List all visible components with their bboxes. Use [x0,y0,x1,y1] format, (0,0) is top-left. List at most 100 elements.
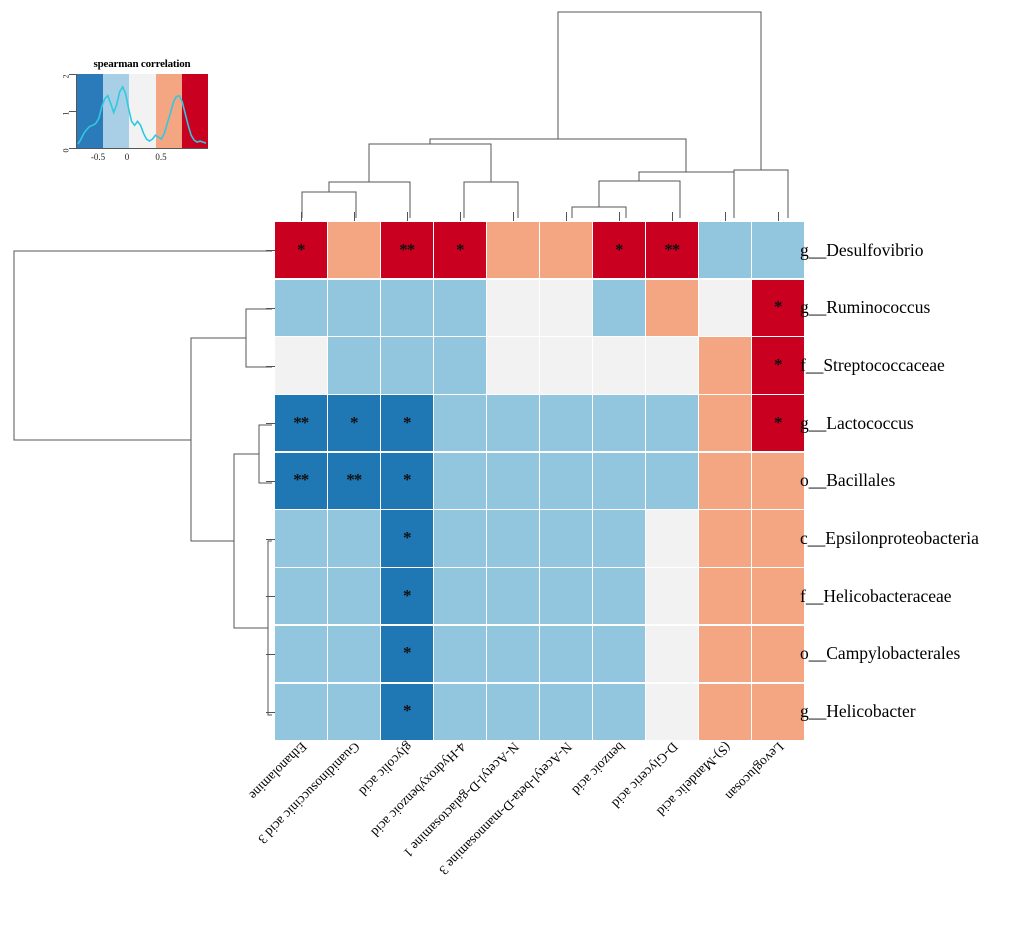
significance-mark: * [403,643,411,663]
heatmap-cell: * [381,395,433,452]
heatmap-cell [646,510,698,567]
row-label-prefix: g__ [800,239,827,260]
heatmap-cell [540,395,592,452]
legend-ytick-2: 2 [61,74,71,79]
heatmap-cell: * [752,337,804,394]
column-tick-mark [671,212,673,221]
heatmap-cell [699,683,751,740]
row-dendrogram [6,222,272,745]
heatmap-cell [699,625,751,682]
heatmap-cell [593,625,645,682]
row-label-name: Helicobacter [826,701,916,722]
color-legend: spearman correlation 2 1 0 -0.5 0 0.5 [36,58,208,168]
heatmap-cell: ** [275,452,327,509]
heatmap-cell [434,510,486,567]
row-tick-mark [266,307,275,309]
heatmap-cell [328,568,380,625]
heatmap-cell [752,222,804,279]
column-tick-mark [300,212,302,221]
heatmap-cell [593,279,645,336]
heatmap-cell [646,683,698,740]
legend-density-plot [76,74,208,149]
significance-mark: * [774,297,782,317]
significance-mark: * [403,585,411,605]
significance-mark: ** [664,239,680,259]
legend-xtick-05: 0.5 [155,152,167,162]
heatmap-cell [328,625,380,682]
heatmap-cell [434,625,486,682]
legend-xtick-neg05: -0.5 [90,152,106,162]
legend-band-strong-negative [77,74,104,148]
column-tick-mark [512,212,514,221]
row-tick-mark [266,654,275,655]
legend-xtick-0: 0 [124,152,130,162]
column-label: 4-Hydroxybenzoic acid [368,739,469,840]
significance-mark: ** [346,470,362,490]
significance-mark: * [774,412,782,432]
heatmap-cell [699,395,751,452]
heatmap-cell [487,395,539,452]
significance-mark: * [297,239,305,259]
significance-mark: ** [293,412,309,432]
row-label-name: Helicobacteraceae [823,585,952,606]
row-label-prefix: c__ [800,528,826,549]
heatmap-cell [487,683,539,740]
heatmap-cell: * [381,683,433,740]
row-label: c__Epsilonproteobacteria [800,510,979,566]
heatmap-cell [434,683,486,740]
heatmap-cell [487,625,539,682]
significance-mark: * [350,412,358,432]
heatmap-cell [381,337,433,394]
heatmap-cell: * [381,568,433,625]
heatmap-cell [593,395,645,452]
row-dendrogram-svg [13,250,272,716]
heatmap-cell [752,452,804,509]
heatmap-cell [593,568,645,625]
row-label: g__Lactococcus [800,395,979,451]
row-label-prefix: f__ [800,585,824,606]
heatmap-cell [540,683,592,740]
heatmap-cell [593,683,645,740]
legend-density-curve [77,85,207,145]
legend-ytick-mark [69,74,76,75]
column-tick-mark [618,212,620,221]
heatmap-cell: ** [328,452,380,509]
heatmap-cell: * [381,625,433,682]
heatmap-cell [487,568,539,625]
heatmap-cell [646,279,698,336]
heatmap-cell [699,510,751,567]
heatmap-cell: * [381,510,433,567]
heatmap-cell: * [381,452,433,509]
heatmap-cell [434,337,486,394]
column-tick-mark [777,212,779,221]
legend-band-weak-negative [103,74,130,148]
significance-mark: ** [399,239,415,259]
row-tick-mark [266,538,275,540]
heatmap-cell [699,279,751,336]
heatmap-cell [646,395,698,452]
significance-mark: ** [293,470,309,490]
row-label-prefix: o__ [800,470,827,491]
heatmap-cell [434,279,486,336]
significance-mark: * [403,701,411,721]
heatmap-cell: * [752,395,804,452]
row-label-prefix: o__ [800,643,827,664]
row-label: f__Streptococcaceae [800,337,979,393]
heatmap-cell [328,510,380,567]
heatmap-cell [752,683,804,740]
heatmap-cell [434,452,486,509]
legend-band-weak-positive [155,74,182,148]
heatmap-cell [275,683,327,740]
heatmap-cell [275,625,327,682]
column-tick-mark [459,212,461,221]
heatmap-grid: *********************** [275,222,804,740]
significance-mark: * [456,239,464,259]
heatmap-cell [540,510,592,567]
row-label: g__Ruminococcus [800,280,979,336]
heatmap-cell: * [328,395,380,452]
legend-band-neutral [129,74,156,148]
heatmap-cell [646,337,698,394]
